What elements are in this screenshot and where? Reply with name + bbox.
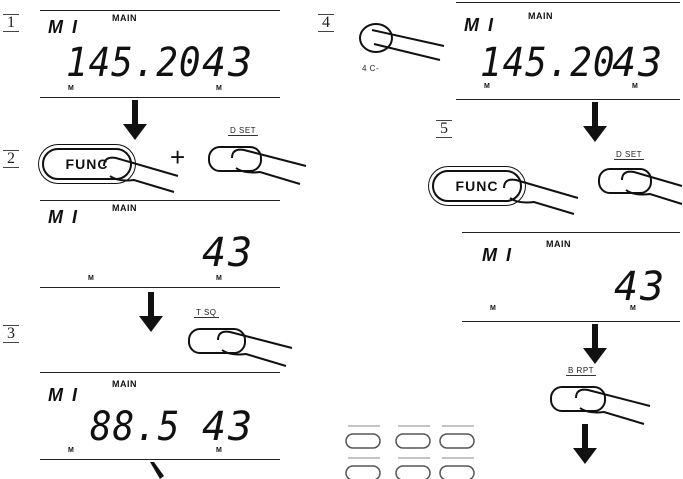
memory-indicator: M I — [464, 15, 495, 35]
step-number-2: 2 — [3, 150, 19, 168]
m-marker: M — [216, 275, 222, 282]
lcd-display-3: M I MAIN 88.5 43 M M — [40, 372, 280, 460]
finger-pointer-icon — [575, 388, 651, 425]
lcd-display-2: M I MAIN 43 M M — [40, 200, 280, 288]
step-number-1: 1 — [3, 14, 19, 32]
finger-pointer-icon — [103, 156, 179, 193]
step-number-3: 3 — [3, 325, 19, 343]
finger-pointer-icon — [503, 178, 579, 215]
lcd-display-4: M I MAIN 145.20 43 M M — [456, 2, 680, 100]
channel-readout: 43 — [202, 40, 255, 86]
down-arrow-icon — [139, 292, 163, 332]
d-set-key[interactable] — [208, 146, 262, 172]
memory-indicator: M I — [48, 17, 79, 37]
m-marker: M — [88, 275, 94, 282]
main-indicator: MAIN — [528, 11, 553, 21]
main-indicator: MAIN — [546, 239, 571, 249]
finger-pointer-icon — [231, 148, 307, 185]
rpt-key-label: B RPT — [566, 366, 597, 376]
main-indicator: MAIN — [112, 13, 137, 23]
tone-frequency-readout: 88.5 — [90, 404, 181, 450]
m-marker: M — [68, 85, 74, 92]
d-set-key-label: D SET — [228, 126, 259, 136]
down-arrow-icon — [573, 424, 597, 464]
t-sq-key-label: T SQ — [194, 308, 219, 318]
channel-readout: 43 — [202, 404, 255, 450]
m-marker: M — [68, 447, 74, 454]
main-indicator: MAIN — [112, 203, 137, 213]
m-marker: M — [632, 83, 638, 90]
m-marker: M — [216, 447, 222, 454]
lcd-display-5: M I MAIN 43 M M — [462, 232, 680, 322]
d-set-key-label: D SET — [614, 150, 645, 160]
m-marker: M — [216, 85, 222, 92]
down-arrow-icon — [123, 100, 147, 140]
d-set-key[interactable] — [598, 168, 652, 194]
frequency-readout: 145.20 — [66, 40, 202, 86]
keypad-icon — [345, 425, 475, 479]
m-marker: M — [484, 83, 490, 90]
memory-indicator: M I — [48, 385, 79, 405]
down-arrow-icon — [583, 324, 607, 364]
finger-pointer-icon — [217, 330, 293, 367]
main-indicator: MAIN — [112, 379, 137, 389]
rpt-key[interactable] — [550, 386, 606, 412]
m-marker: M — [490, 305, 496, 312]
partial-arrow-icon — [150, 462, 164, 479]
t-sq-key[interactable] — [188, 328, 246, 354]
channel-readout: 43 — [612, 40, 665, 86]
frequency-readout: 145.20 — [480, 40, 616, 86]
knob-label: 4 C- — [362, 64, 380, 73]
channel-readout: 43 — [614, 264, 667, 310]
step-number-4: 4 — [318, 14, 334, 32]
down-arrow-icon — [583, 102, 607, 142]
lcd-display-1: M I MAIN 145.20 43 M M — [40, 10, 280, 98]
channel-readout: 43 — [202, 230, 255, 276]
step-number-5: 5 — [436, 120, 452, 138]
func-button[interactable]: FUNC — [42, 148, 132, 180]
memory-indicator: M I — [482, 245, 513, 265]
plus-sign: + — [170, 142, 186, 172]
memory-indicator: M I — [48, 207, 79, 227]
dial-knob-pointer-icon — [359, 23, 445, 61]
m-marker: M — [630, 305, 636, 312]
finger-pointer-icon — [621, 170, 683, 205]
func-button[interactable]: FUNC — [432, 170, 522, 202]
